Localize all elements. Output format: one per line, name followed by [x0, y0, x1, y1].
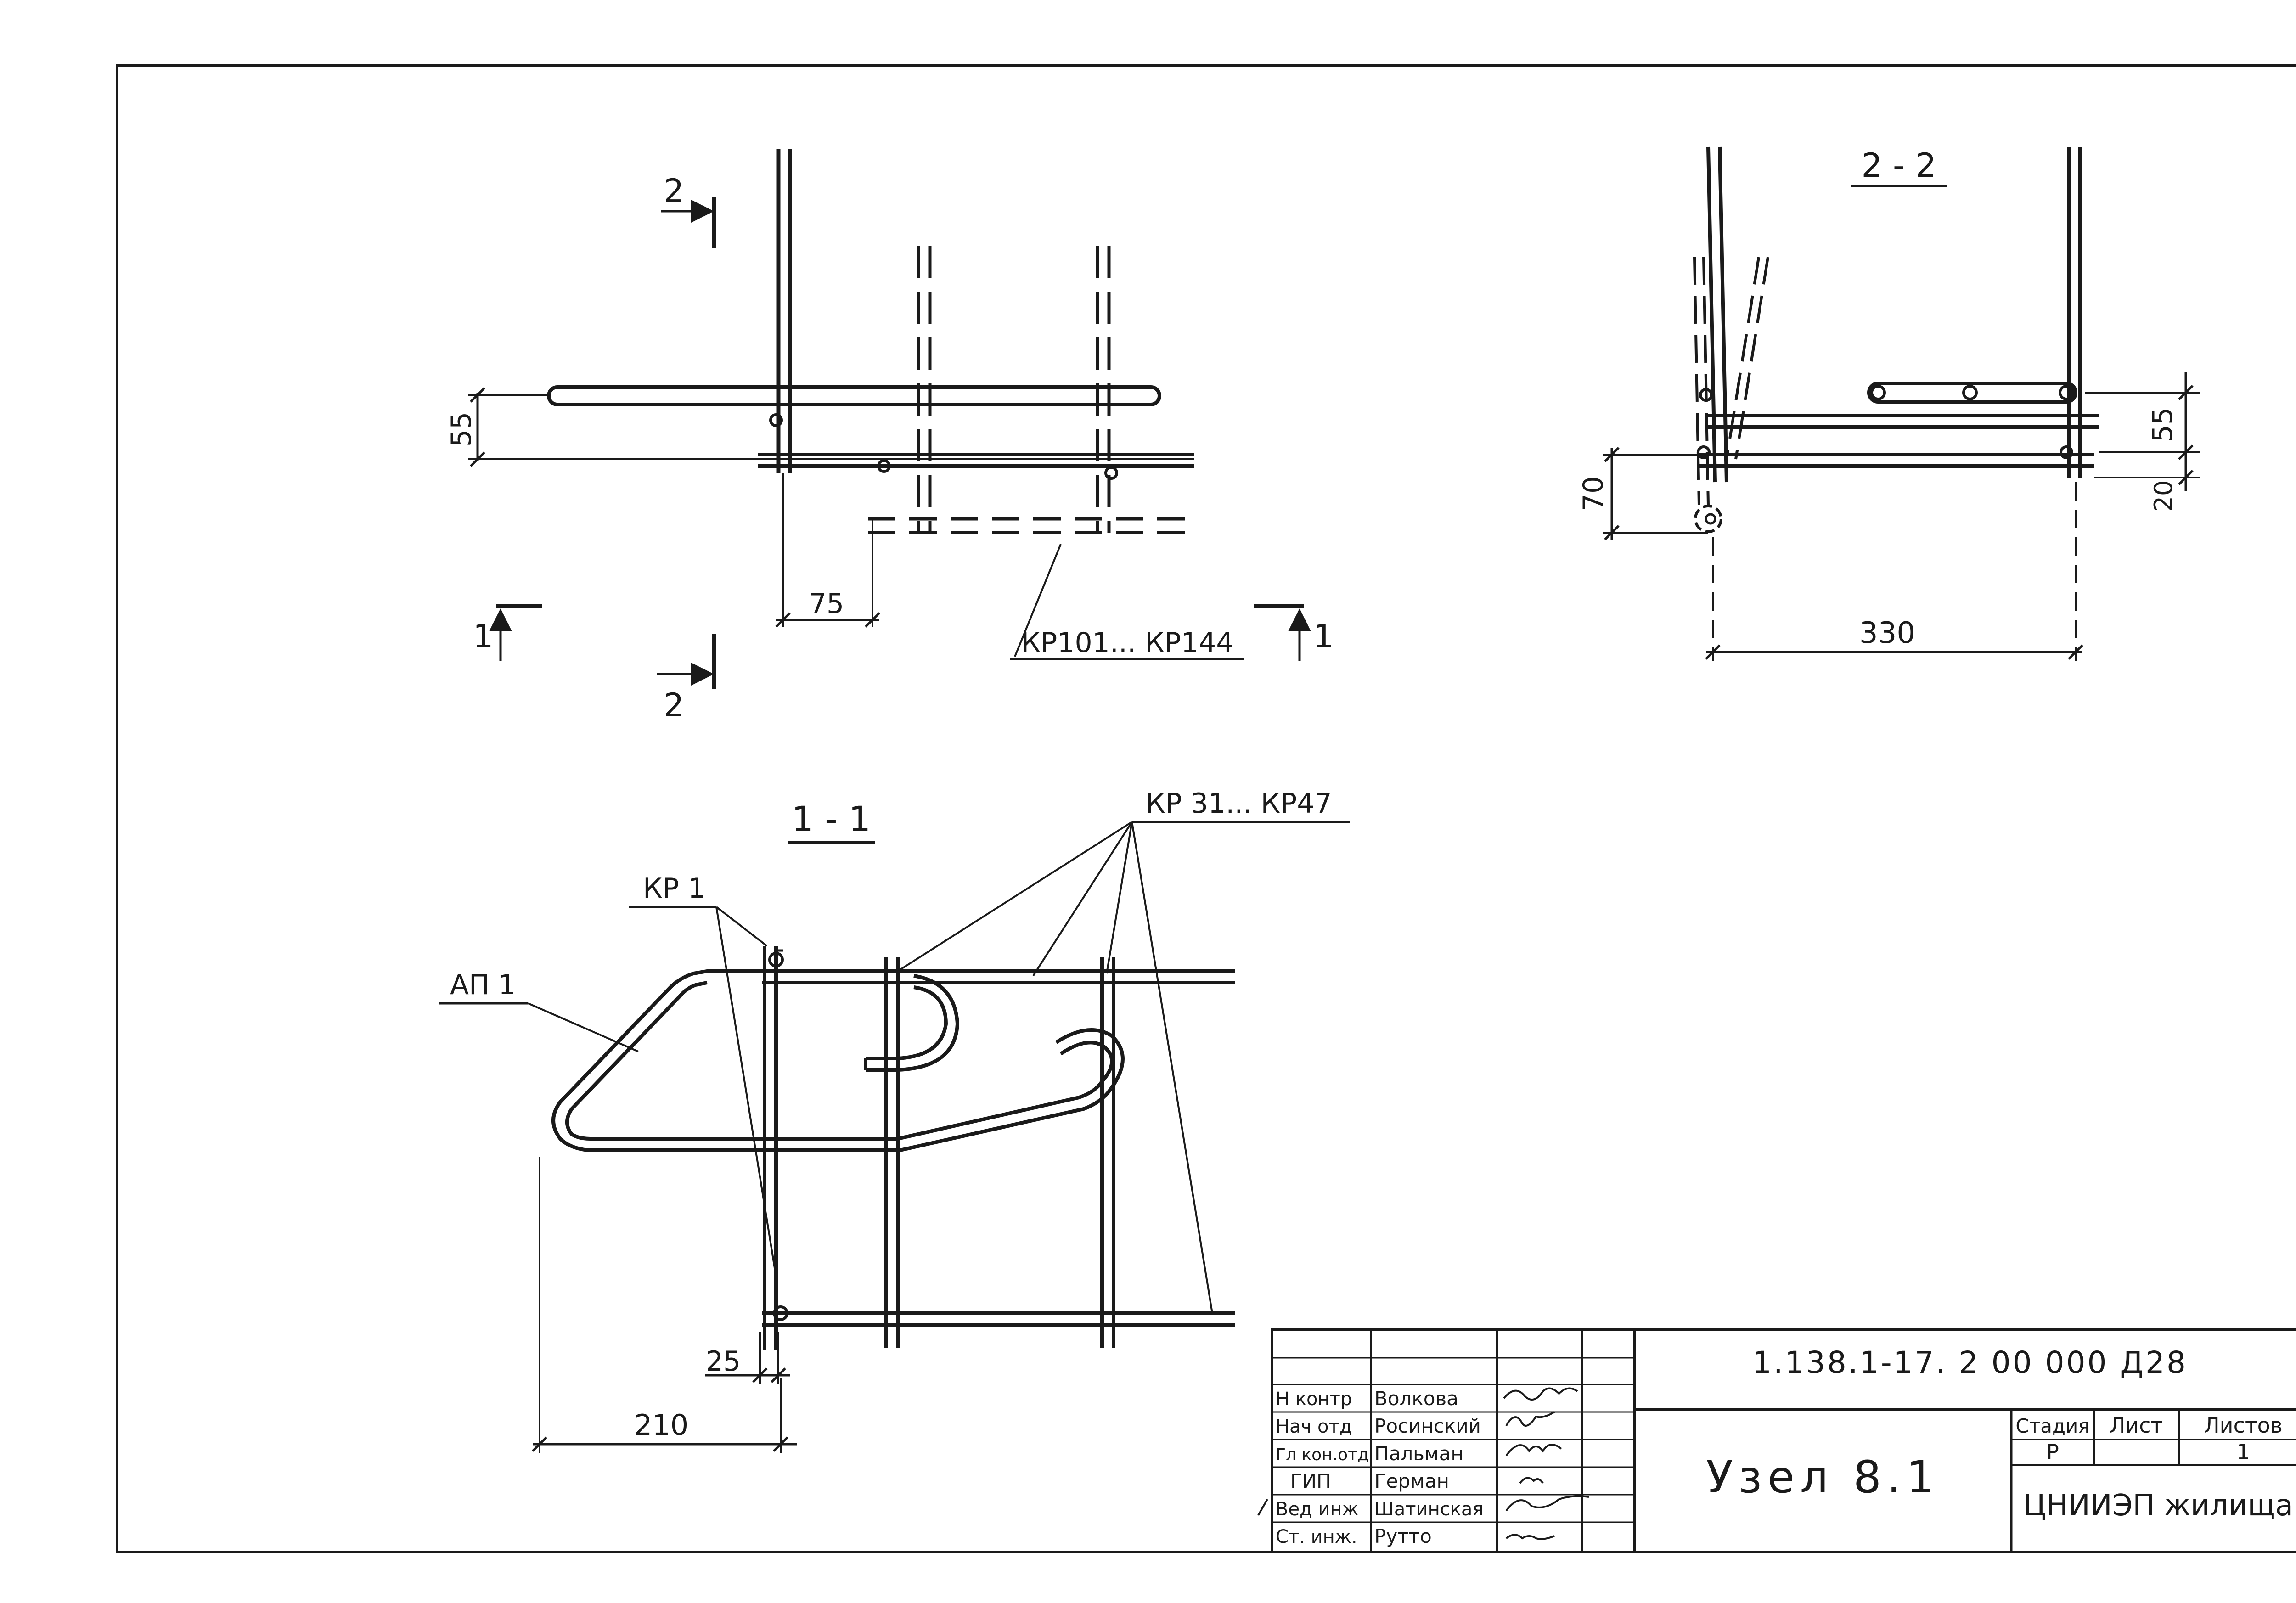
section-2-2-dim-20: 20 — [2149, 480, 2178, 512]
plan-view: 55 75 КР101... КР144 2 2 1 1 — [445, 149, 1334, 724]
signatory-role-2: Гл кон.отд — [1276, 1446, 1369, 1464]
header-sheets: Листов — [2204, 1413, 2283, 1438]
drawing-title: Узел 8.1 — [1706, 1451, 1940, 1503]
document-code: 1.138.1-17. 2 00 000 Д28 — [1752, 1345, 2188, 1380]
signatory-role-5: Ст. инж. — [1276, 1526, 1357, 1547]
plan-section-mark-2-bottom: 2 — [664, 686, 684, 724]
section-1-1-dim-210: 210 — [634, 1408, 688, 1442]
section-2-2-title: 2 - 2 — [1861, 146, 1936, 185]
signatory-role-1: Нач отд — [1276, 1416, 1352, 1437]
signature-5 — [1505, 1534, 1555, 1540]
section-2-2-dim-55: 55 — [2147, 407, 2179, 442]
signatory-role-0: Н контр — [1276, 1389, 1352, 1410]
signature-1 — [1505, 1411, 1555, 1427]
header-stage: Стадия — [2015, 1415, 2089, 1437]
signatory-name-0: Волкова — [1374, 1387, 1458, 1410]
organization: ЦНИИЭП жилища — [2023, 1489, 2293, 1523]
signatory-role-4: Вед инж — [1276, 1499, 1359, 1520]
section-1-1-callout-kr1: КР 1 — [643, 872, 705, 905]
plan-callout-kr101-kr144: КР101... КР144 — [1021, 627, 1234, 659]
section-1-1-title: 1 - 1 — [792, 799, 871, 839]
sheets-value: 1 — [2236, 1440, 2250, 1464]
signatory-name-4: Шатинская — [1374, 1499, 1483, 1520]
section-2-2: 2 - 2 55 2 — [1577, 146, 2200, 661]
section-2-2-dim-330: 330 — [1859, 616, 1915, 650]
sheet-frame — [116, 64, 2296, 1553]
signatory-role-3: ГИП — [1290, 1470, 1331, 1492]
signature-3 — [1519, 1477, 1544, 1484]
plan-section-mark-1-right: 1 — [1313, 618, 1334, 655]
title-block: Н контр Волкова Нач отд Росинский Гл кон… — [1257, 1328, 2296, 1553]
plan-section-mark-1-left: 1 — [473, 618, 494, 655]
section-1-1-callout-kr31-kr47: КР 31... КР47 — [1146, 787, 1332, 820]
signature-0 — [1503, 1387, 1578, 1401]
header-sheet: Лист — [2110, 1413, 2163, 1438]
plan-section-mark-2-top: 2 — [664, 172, 684, 210]
plan-dim-55: 55 — [445, 412, 478, 447]
section-2-2-dim-70: 70 — [1577, 476, 1609, 511]
signatory-name-3: Герман — [1374, 1470, 1449, 1492]
signatory-name-2: Пальман — [1374, 1442, 1463, 1465]
signature-2 — [1505, 1444, 1562, 1457]
section-1-1-callout-ap1: АП 1 — [450, 969, 516, 1001]
signatory-name-5: Рутто — [1374, 1525, 1432, 1547]
section-1-1-dim-25: 25 — [706, 1345, 741, 1378]
signature-4 — [1505, 1495, 1589, 1512]
stage-value: Р — [2046, 1440, 2059, 1464]
section-1-1: 1 - 1 КР 31... КР47 — [439, 787, 1350, 1453]
signatory-name-1: Росинский — [1374, 1415, 1481, 1437]
plan-dim-75: 75 — [809, 588, 844, 620]
